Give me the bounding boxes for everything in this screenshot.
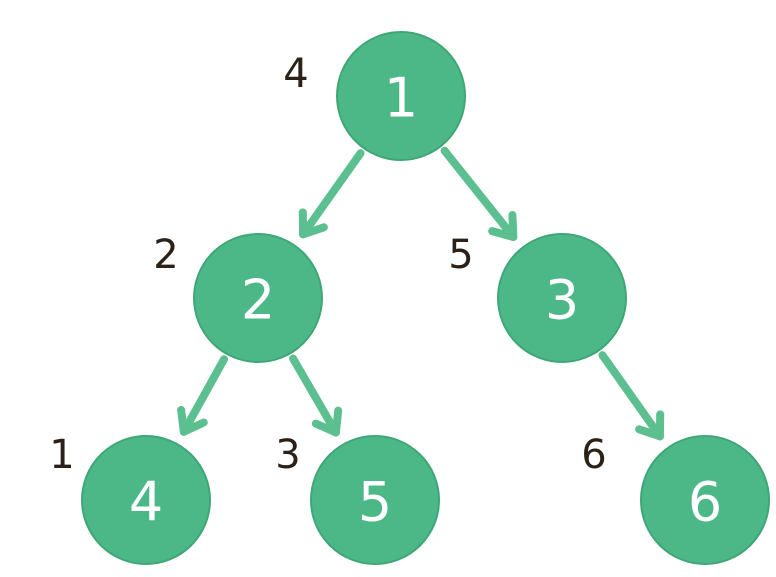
tree-node-5: 53: [275, 432, 440, 565]
traversal-order-label: 4: [283, 51, 308, 97]
tree-node-3: 35: [448, 232, 627, 363]
tree-node-1: 14: [283, 31, 466, 161]
node-value-label: 3: [545, 269, 579, 332]
edges-layer: [177, 146, 665, 441]
traversal-order-label: 5: [448, 232, 473, 278]
tree-node-4: 41: [49, 432, 211, 565]
arrowhead: [298, 208, 328, 239]
node-circle: [81, 435, 211, 565]
arrowhead: [488, 211, 518, 242]
node-circle: [336, 31, 466, 161]
tree-node-2: 22: [153, 232, 323, 363]
traversal-order-label: 2: [153, 232, 178, 278]
traversal-order-label: 1: [49, 432, 74, 478]
edge-line: [598, 351, 664, 441]
edge-n2-n4: [177, 355, 229, 436]
node-value-label: 5: [358, 471, 392, 534]
edge-n1-n3: [440, 146, 518, 242]
node-circle: [640, 435, 770, 565]
node-value-label: 2: [241, 269, 275, 332]
node-circle: [193, 233, 323, 363]
node-circle: [310, 435, 440, 565]
edge-n3-n6: [598, 351, 665, 441]
edge-line: [289, 354, 340, 437]
tree-node-6: 66: [581, 432, 770, 565]
traversal-order-label: 3: [275, 432, 300, 478]
edge-line: [179, 355, 229, 436]
node-value-label: 6: [688, 471, 722, 534]
node-value-label: 1: [384, 67, 418, 130]
arrowhead: [177, 405, 208, 436]
edge-n1-n2: [298, 149, 365, 239]
arrowhead: [311, 406, 343, 437]
edge-n2-n5: [289, 354, 343, 437]
edge-line: [299, 149, 365, 239]
node-value-label: 4: [129, 471, 163, 534]
traversal-order-label: 6: [581, 432, 606, 478]
arrowhead: [635, 410, 665, 441]
node-circle: [497, 233, 627, 363]
edge-line: [440, 146, 518, 242]
